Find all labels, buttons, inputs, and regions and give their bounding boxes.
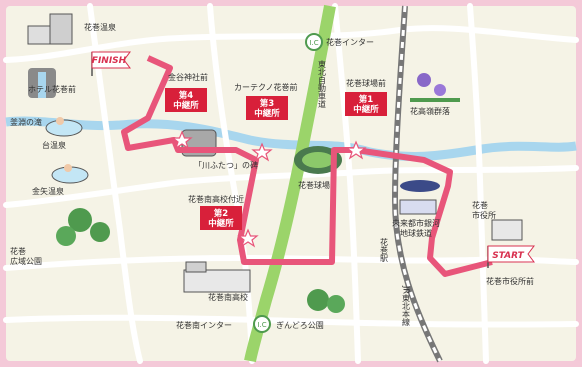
finish-flag: FINISH — [91, 51, 131, 76]
label-takamine: 花高嶺群落 — [410, 106, 450, 116]
relay-box-3: 第3 中継所 — [246, 96, 288, 120]
park-icon — [56, 208, 110, 246]
relay-box-1: 第1 中継所 — [345, 92, 387, 116]
label-hanamaki-city-2: 市役所 — [472, 210, 496, 220]
label-hanamaki-city-1: 花巻 — [472, 200, 488, 210]
label-hanamaki-kouiki-1: 花巻 — [10, 246, 26, 256]
relay-star-1 — [345, 140, 367, 160]
relay-stars — [171, 130, 367, 248]
label-ginga-2: 地球鉄道 — [400, 228, 432, 238]
label-kanaya-shrine: 金谷神社前 — [168, 72, 208, 82]
onsen-icon — [45, 117, 89, 184]
start-label: START — [492, 251, 524, 261]
finish-label: FINISH — [92, 56, 127, 66]
label-kamabuchi: 釜淵の滝 — [10, 117, 42, 127]
relay-star-2 — [237, 228, 259, 248]
label-hanamaki-ic: 花巻インター — [326, 37, 374, 47]
flower-icon — [410, 73, 460, 102]
relay-4-name: 中継所 — [173, 100, 199, 111]
label-hanamaki-onsen: 花巻温泉 — [84, 22, 116, 32]
relay-1-num: 第1 — [359, 94, 374, 105]
relay-box-2: 第2 中継所 — [200, 206, 242, 230]
label-city-hall-front: 花巻市役所前 — [486, 276, 534, 286]
ic-badge-north: I.C — [305, 33, 323, 51]
label-minami-ic: 花巻南インター — [176, 320, 232, 330]
relay-1-name: 中継所 — [353, 104, 379, 115]
stadium-icon — [294, 146, 342, 174]
svg-text:I.C: I.C — [309, 39, 318, 47]
label-minami-hs: 花巻南高校 — [208, 292, 248, 302]
ic-badge-south: I.C — [253, 315, 271, 333]
relay-3-num: 第3 — [260, 98, 275, 109]
railway — [391, 5, 443, 363]
label-stadium-front: 花巻球場前 — [346, 78, 386, 88]
label-minami-hs-near: 花巻南高校付近 — [188, 194, 244, 204]
relay-star-4 — [171, 130, 193, 150]
label-hanamaki-stadium: 花巻球場 — [298, 180, 330, 190]
label-ginga-1: 未来都市銀河 — [392, 218, 440, 228]
label-car-techno: カーテクノ花巻前 — [234, 82, 298, 92]
city-hall-icon — [491, 219, 523, 241]
waterfall-icon — [28, 68, 56, 98]
relay-2-name: 中継所 — [208, 218, 234, 229]
relay-box-4: 第4 中継所 — [165, 88, 207, 112]
school-icon — [183, 261, 251, 293]
label-dai-onsen: 台温泉 — [42, 140, 66, 150]
train-icon — [399, 180, 440, 215]
svg-text:I.C: I.C — [257, 321, 266, 329]
relay-4-num: 第4 — [179, 90, 194, 101]
start-flag: START — [487, 245, 535, 268]
relay-star-3 — [251, 142, 273, 162]
gindoro-park-icon — [307, 289, 345, 313]
relay-3-name: 中継所 — [254, 108, 280, 119]
label-hanamaki-kouiki-2: 広域公園 — [10, 256, 42, 266]
race-route — [121, 55, 493, 277]
hotel-icon — [27, 13, 73, 45]
label-kawafutatsu: 「川ふたつ」の碑 — [194, 160, 258, 170]
label-kinya-onsen: 金矢温泉 — [32, 186, 64, 196]
relay-2-num: 第2 — [214, 208, 229, 219]
label-hanamaki-station: 花巻駅 — [380, 237, 389, 263]
label-hotel-hanamaki: ホテル花巻前 — [28, 84, 76, 94]
label-tohoku-expressway: 東北自動車道 — [318, 59, 327, 109]
label-gindoro: ぎんどろ公園 — [276, 320, 324, 330]
label-jr-line: JR東北本線 — [402, 285, 411, 326]
